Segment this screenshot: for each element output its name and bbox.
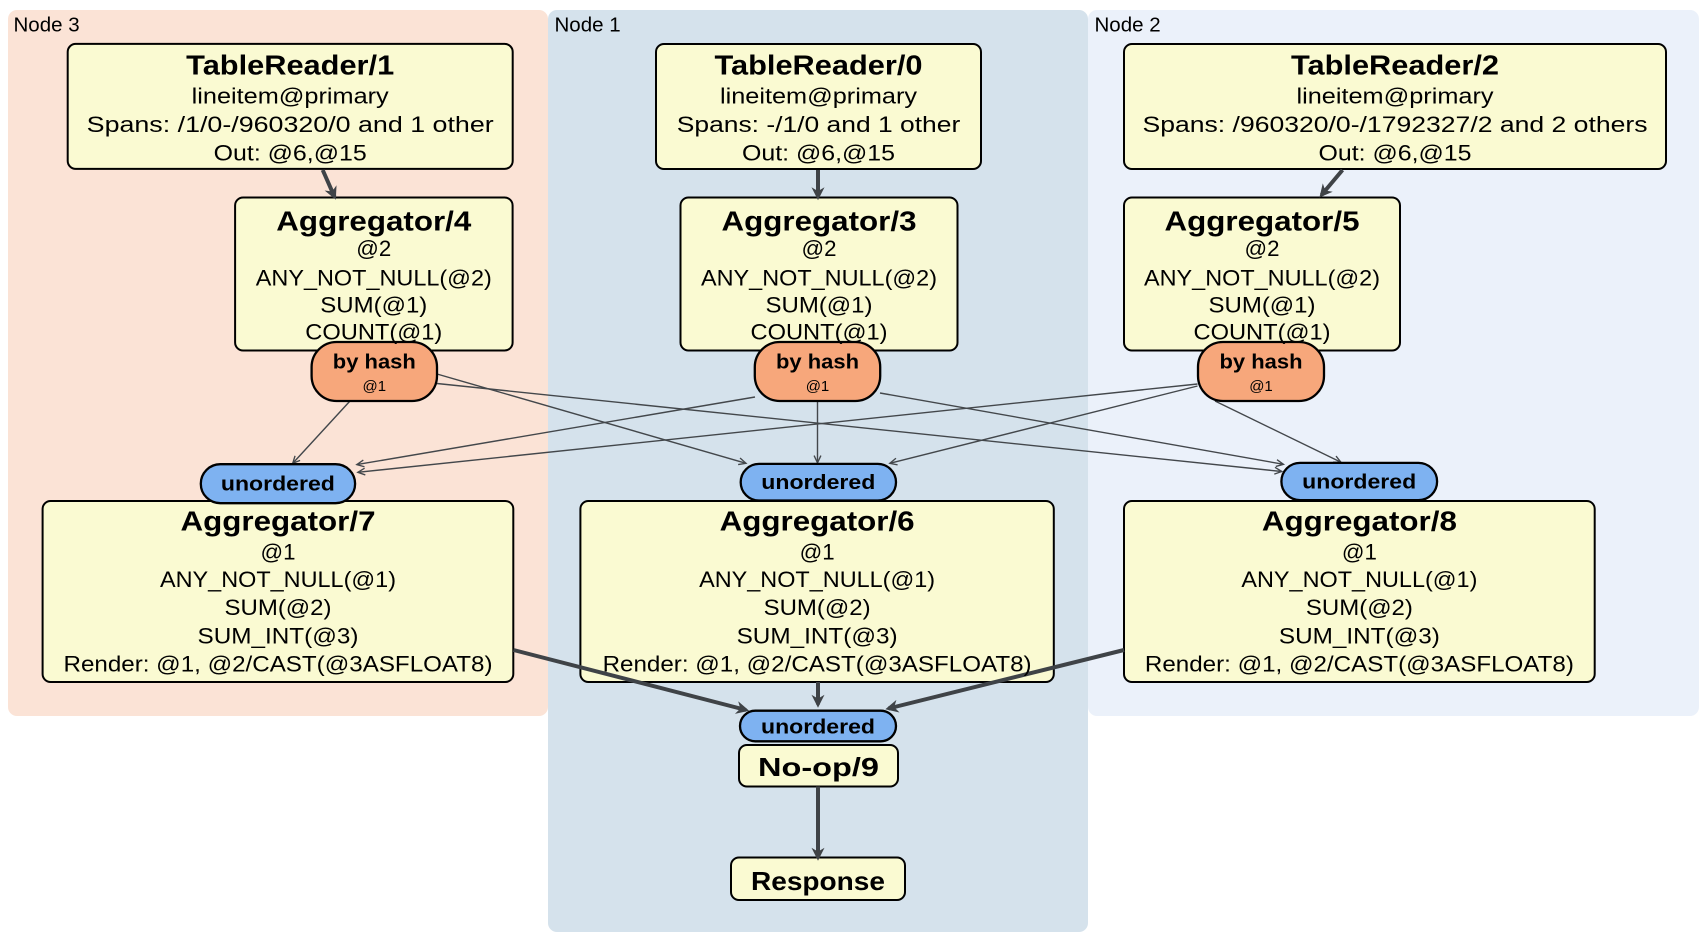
svg-text:Spans: /960320/0-/1792327/2 an: Spans: /960320/0-/1792327/2 and 2 others [1143, 112, 1648, 137]
svg-text:ANY_NOT_NULL(@2): ANY_NOT_NULL(@2) [701, 266, 937, 291]
svg-text:COUNT(@1): COUNT(@1) [305, 320, 442, 345]
svg-text:Out: @6,@15: Out: @6,@15 [742, 141, 895, 166]
svg-text:Node 2: Node 2 [1095, 14, 1161, 37]
svg-text:Aggregator/3: Aggregator/3 [722, 206, 917, 237]
svg-text:SUM(@1): SUM(@1) [766, 293, 873, 318]
svg-text:SUM(@1): SUM(@1) [1209, 293, 1316, 318]
svg-text:No-op/9: No-op/9 [758, 752, 879, 782]
svg-text:SUM(@2): SUM(@2) [225, 595, 332, 620]
svg-text:Out: @6,@15: Out: @6,@15 [214, 141, 367, 166]
svg-text:Render: @1, @2/CAST(@3ASFLOAT8: Render: @1, @2/CAST(@3ASFLOAT8) [64, 652, 493, 677]
svg-text:@1: @1 [1249, 378, 1273, 395]
svg-text:TableReader/1: TableReader/1 [186, 50, 394, 81]
svg-text:TableReader/2: TableReader/2 [1291, 50, 1499, 81]
svg-text:@1: @1 [261, 540, 296, 565]
svg-text:ANY_NOT_NULL(@1): ANY_NOT_NULL(@1) [160, 567, 396, 592]
svg-text:SUM_INT(@3): SUM_INT(@3) [1279, 623, 1440, 648]
svg-text:ANY_NOT_NULL(@2): ANY_NOT_NULL(@2) [256, 266, 492, 291]
svg-text:COUNT(@1): COUNT(@1) [1194, 320, 1331, 345]
svg-text:Node 1: Node 1 [555, 14, 621, 37]
svg-text:Render: @1, @2/CAST(@3ASFLOAT8: Render: @1, @2/CAST(@3ASFLOAT8) [603, 652, 1032, 677]
svg-text:Aggregator/6: Aggregator/6 [720, 506, 915, 537]
svg-text:@2: @2 [1245, 236, 1280, 261]
svg-text:Aggregator/4: Aggregator/4 [276, 206, 471, 237]
svg-text:@2: @2 [802, 236, 837, 261]
svg-text:unordered: unordered [221, 473, 335, 495]
svg-text:SUM_INT(@3): SUM_INT(@3) [198, 623, 359, 648]
svg-text:ANY_NOT_NULL(@2): ANY_NOT_NULL(@2) [1144, 266, 1380, 291]
svg-text:Spans: /1/0-/960320/0 and 1 ot: Spans: /1/0-/960320/0 and 1 other [87, 112, 495, 137]
svg-text:unordered: unordered [1302, 472, 1416, 494]
svg-text:unordered: unordered [761, 717, 875, 739]
svg-text:unordered: unordered [761, 472, 875, 494]
svg-text:ANY_NOT_NULL(@1): ANY_NOT_NULL(@1) [1241, 567, 1477, 592]
svg-text:@2: @2 [356, 236, 391, 261]
svg-text:@1: @1 [806, 378, 830, 395]
svg-text:SUM(@1): SUM(@1) [320, 293, 427, 318]
svg-text:ANY_NOT_NULL(@1): ANY_NOT_NULL(@1) [699, 567, 935, 592]
svg-text:Spans: -/1/0 and 1 other: Spans: -/1/0 and 1 other [677, 112, 961, 137]
svg-text:Render: @1, @2/CAST(@3ASFLOAT8: Render: @1, @2/CAST(@3ASFLOAT8) [1145, 652, 1574, 677]
svg-text:SUM_INT(@3): SUM_INT(@3) [737, 623, 898, 648]
svg-text:by hash: by hash [776, 352, 859, 374]
svg-text:lineitem@primary: lineitem@primary [1297, 84, 1495, 109]
svg-text:@1: @1 [1342, 540, 1377, 565]
svg-text:Response: Response [751, 866, 885, 896]
svg-text:lineitem@primary: lineitem@primary [720, 84, 918, 109]
svg-text:Aggregator/8: Aggregator/8 [1262, 506, 1457, 537]
svg-text:by hash: by hash [333, 352, 416, 374]
svg-text:@1: @1 [800, 540, 835, 565]
svg-text:SUM(@2): SUM(@2) [764, 595, 871, 620]
svg-text:TableReader/0: TableReader/0 [715, 50, 923, 81]
svg-text:Out: @6,@15: Out: @6,@15 [1319, 141, 1472, 166]
svg-text:lineitem@primary: lineitem@primary [192, 84, 390, 109]
svg-text:Aggregator/5: Aggregator/5 [1165, 206, 1360, 237]
svg-text:by hash: by hash [1220, 352, 1303, 374]
svg-text:Node 3: Node 3 [14, 14, 80, 37]
svg-text:@1: @1 [363, 378, 387, 395]
svg-text:Aggregator/7: Aggregator/7 [181, 506, 376, 537]
svg-text:COUNT(@1): COUNT(@1) [751, 320, 888, 345]
svg-text:SUM(@2): SUM(@2) [1306, 595, 1413, 620]
